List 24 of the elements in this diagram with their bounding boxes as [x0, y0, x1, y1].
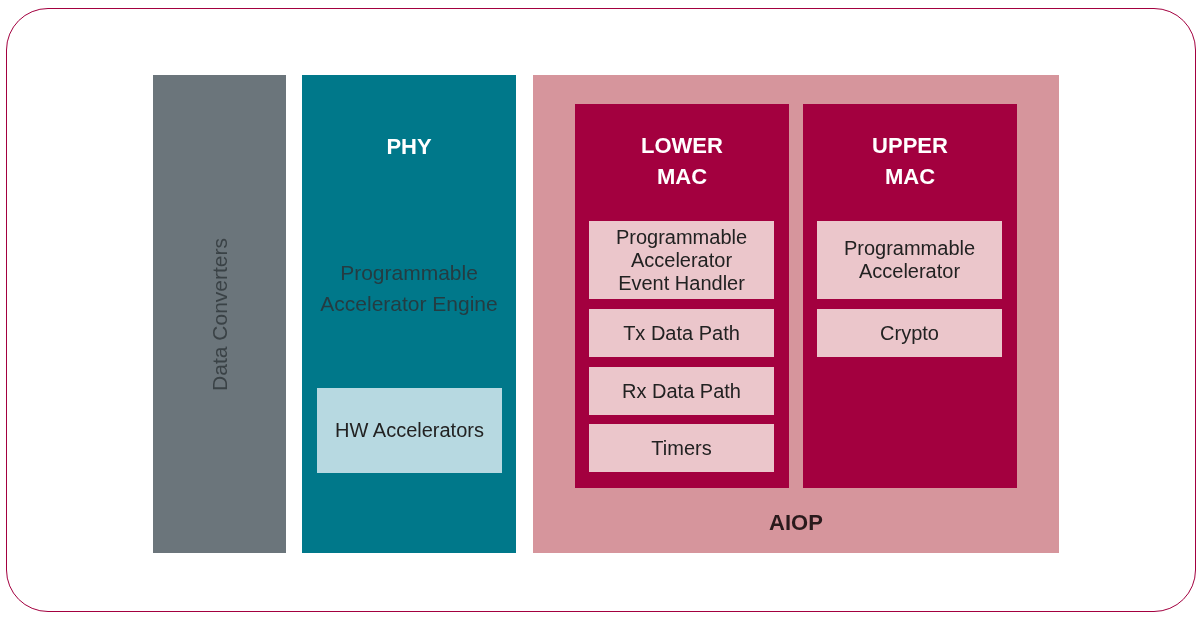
block-label: HW Accelerators [334, 419, 485, 442]
block-label: Programmable Accelerator [842, 237, 977, 283]
block-title: AIOP [768, 509, 824, 537]
block-title: PHY [385, 133, 433, 161]
block-label: Programmable Accelerator Engine [319, 260, 499, 317]
function-block [589, 424, 774, 472]
block-panel [575, 104, 789, 488]
block-label: Tx Data Path [622, 321, 741, 345]
block-panel [302, 75, 516, 553]
block-panel [533, 75, 1059, 553]
function-block [589, 221, 774, 299]
block-title: UPPER MAC [871, 132, 949, 191]
block-label: Rx Data Path [621, 379, 742, 403]
function-block [589, 367, 774, 415]
converter-panel [153, 75, 286, 553]
function-block [589, 309, 774, 357]
function-block [817, 221, 1002, 299]
function-block [817, 309, 1002, 357]
function-block [317, 388, 502, 473]
block-label: Crypto [879, 321, 940, 345]
block-label: Programmable Accelerator Event Handler [614, 225, 749, 295]
block-title: LOWER MAC [640, 132, 724, 191]
block-label: Timers [650, 436, 713, 460]
block-panel [803, 104, 1017, 488]
